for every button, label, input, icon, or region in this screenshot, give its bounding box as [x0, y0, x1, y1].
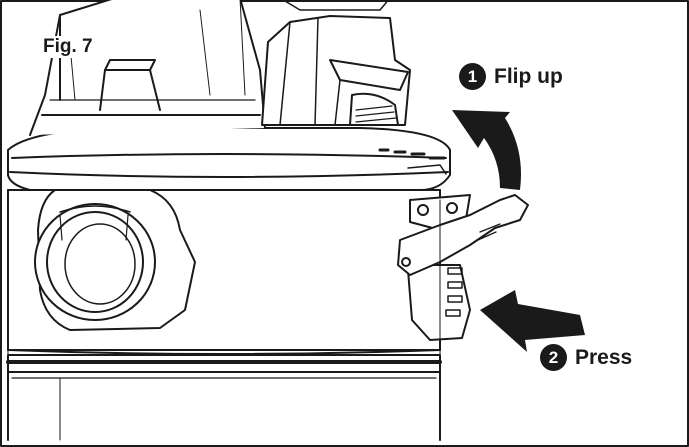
step-press: 2 Press	[540, 344, 632, 371]
step-number-badge: 2	[540, 344, 567, 371]
flip-up-arrow	[452, 110, 521, 190]
motor-head	[29, 0, 266, 136]
step-text: Flip up	[494, 64, 563, 88]
press-arrow	[480, 290, 585, 352]
step-number-badge: 1	[459, 63, 486, 90]
canister-body	[6, 354, 442, 441]
handle-tower	[261, 0, 411, 126]
hose-inlet	[34, 189, 196, 331]
lid-rim	[7, 127, 451, 191]
step-text: Press	[575, 345, 633, 369]
step-flip-up: 1 Flip up	[459, 63, 563, 90]
figure-label: Fig. 7	[40, 36, 96, 58]
